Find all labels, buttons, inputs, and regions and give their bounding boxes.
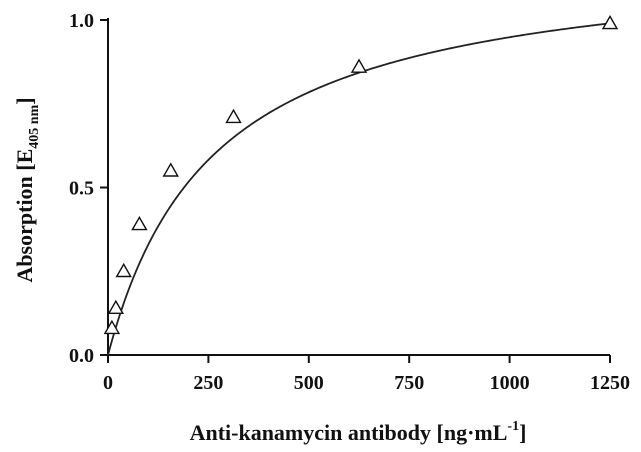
data-point — [107, 299, 125, 315]
data-point — [131, 215, 148, 231]
data-point — [162, 162, 179, 177]
x-tick-label: 0 — [103, 372, 113, 394]
y-tick-label: 0.5 — [69, 178, 94, 200]
y-tick-label: 1.0 — [69, 10, 94, 32]
y-axis-title: Absorption [E405 nm] — [12, 97, 42, 282]
fit-curve — [107, 22, 611, 356]
data-points-layer — [103, 14, 619, 335]
data-point — [103, 319, 121, 335]
x-tick-label: 1250 — [590, 372, 630, 394]
data-point — [225, 108, 242, 124]
x-tick-label: 1000 — [490, 372, 530, 394]
data-point — [601, 14, 619, 30]
x-tick-label: 750 — [394, 372, 424, 394]
data-point — [350, 58, 368, 73]
x-tick-label: 500 — [294, 372, 324, 394]
y-tick-label: 0.0 — [69, 345, 94, 367]
fit-curve-layer — [107, 22, 611, 356]
x-tick-label: 250 — [193, 372, 223, 394]
tick-labels-layer: 0 250 500 750 1000 1250 0.0 0.5 1.0 — [69, 10, 630, 394]
x-axis-title: Anti-kanamycin antibody [ng·mL-1] — [190, 419, 527, 445]
axes — [100, 18, 611, 363]
data-point — [115, 262, 132, 278]
